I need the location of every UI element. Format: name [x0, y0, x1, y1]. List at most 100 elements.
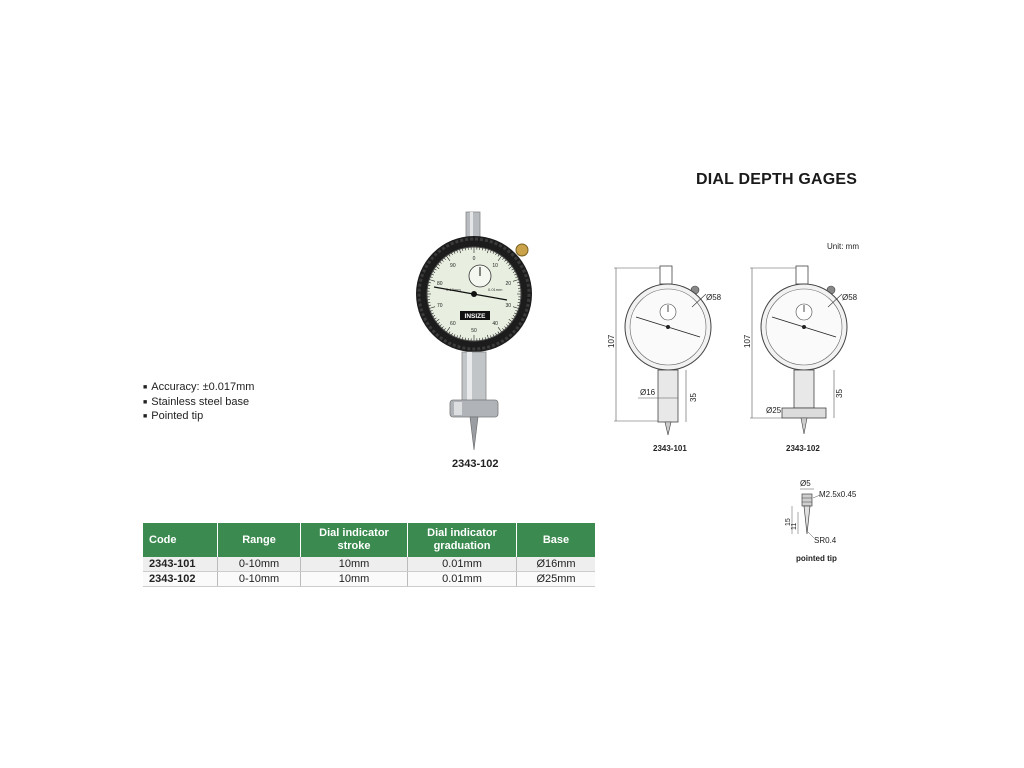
dial-tick: [514, 312, 517, 315]
header-base: Base: [516, 523, 595, 557]
spec-table: Code Range Dial indicator stroke Dial in…: [143, 523, 595, 587]
dim-base-height-101: 35: [689, 393, 698, 402]
tip-drawing-label: pointed tip: [796, 554, 837, 563]
dial-tick: [504, 259, 507, 262]
cell-base: Ø25mm: [516, 571, 595, 587]
dial-number: 50: [471, 328, 477, 334]
feature-item: Accuracy: ±0.017mm: [143, 381, 254, 396]
table-row: 2343-102 0-10mm 10mm 0.01mm Ø25mm: [143, 571, 595, 587]
dial-tick: [487, 249, 489, 254]
dial-tick: [492, 334, 495, 337]
header-graduation: Dial indicator graduation: [407, 523, 517, 557]
dial-tick: [428, 282, 431, 284]
feature-list: Accuracy: ±0.017mm Stainless steel base …: [143, 381, 254, 425]
dial-tick: [517, 282, 520, 284]
dial-tick: [431, 312, 434, 315]
dial-tick: [462, 337, 464, 340]
dial-tick: [437, 263, 440, 266]
dial-tick: [456, 250, 458, 253]
dial-tick: [497, 331, 500, 334]
dial-tick: [439, 324, 442, 327]
dial-tick: [448, 331, 451, 334]
dial-tick: [459, 334, 461, 339]
dial-tick: [430, 310, 433, 312]
dial-tick: [431, 273, 434, 276]
drawing-label-101: 2343-101: [653, 444, 687, 453]
dim-tip-11: 11: [791, 523, 798, 530]
product-label: 2343-102: [452, 458, 499, 470]
dial-range-text: 0-10mm: [446, 287, 461, 292]
dial-tick: [487, 334, 489, 339]
dial-tick: [508, 263, 511, 266]
dial-tick: [441, 326, 444, 329]
dim-tip-diameter: Ø5: [800, 479, 811, 488]
dial-tick: [462, 248, 464, 251]
cell-range: 0-10mm: [217, 557, 301, 572]
dial-tick: [512, 271, 516, 273]
drawing-2343-102: Ø58 107 35 Ø25: [743, 265, 858, 435]
dial-tick: [428, 304, 431, 306]
dial-number: 70: [437, 303, 443, 309]
dial-tick: [446, 255, 451, 262]
unit-note: Unit: mm: [827, 242, 859, 251]
dial-tick: [435, 319, 440, 322]
dial-tick: [434, 317, 437, 320]
cell-range: 0-10mm: [217, 571, 301, 587]
dial-tick: [484, 337, 486, 340]
drawing-2343-101: Ø58 107 35 Ø16: [607, 265, 722, 436]
dial-tick: [497, 254, 500, 257]
dial-tick: [441, 259, 444, 262]
dial-tick: [443, 257, 446, 260]
dial-number: 90: [450, 263, 456, 269]
dim-dial-101: Ø58: [706, 293, 722, 302]
dial-tick: [453, 251, 456, 254]
dial-tick: [448, 254, 451, 257]
cell-code: 2343-102: [143, 571, 218, 587]
dim-height-102: 107: [743, 334, 752, 348]
dial-tick: [502, 257, 505, 260]
dial-tick: [459, 249, 461, 254]
dial-tick: [456, 335, 458, 338]
dial-tick: [508, 322, 511, 325]
dial-tick: [435, 266, 440, 269]
dial-tick: [432, 271, 436, 273]
dim-base-102: Ø25: [766, 406, 782, 415]
feature-item: Pointed tip: [143, 410, 254, 425]
dial-tick: [497, 255, 502, 262]
dial-tick: [437, 322, 440, 325]
dial-tick: [495, 252, 497, 256]
header-range: Range: [217, 523, 301, 557]
dial-tick: [517, 304, 520, 306]
dial-tick: [508, 319, 513, 322]
dial-tick: [511, 268, 514, 271]
dial-tick: [514, 273, 517, 276]
dial-tick: [511, 317, 514, 320]
header-code: Code: [143, 523, 218, 557]
dial-tick: [492, 251, 495, 254]
dial-tick: [512, 306, 519, 309]
dial-tick: [506, 324, 509, 327]
dial-tick: [490, 250, 492, 253]
dial-number: 20: [505, 281, 511, 287]
dial-number: 60: [450, 321, 456, 327]
dial-number: 10: [492, 263, 498, 269]
tip-drawing: Ø5 M2.5x0.45 15 11 SR0.4: [785, 479, 857, 545]
dial-tick: [429, 279, 436, 282]
dial-tick: [512, 315, 516, 317]
dim-dial-102: Ø58: [842, 293, 858, 302]
dim-tip-thread: M2.5x0.45: [819, 490, 857, 499]
dim-stem-101: Ø16: [640, 388, 656, 397]
dial-tick: [434, 268, 437, 271]
table-row: 2343-101 0-10mm 10mm 0.01mm Ø16mm: [143, 557, 595, 572]
feature-item: Stainless steel base: [143, 396, 254, 411]
drawing-label-102: 2343-102: [786, 444, 820, 453]
dim-tip-15: 15: [785, 518, 792, 526]
page-title: DIAL DEPTH GAGES: [696, 171, 858, 188]
dial-tick: [443, 328, 446, 331]
dim-base-height-102: 35: [835, 389, 844, 398]
dial-number: 40: [492, 321, 498, 327]
cell-stroke: 10mm: [300, 571, 408, 587]
cell-graduation: 0.01mm: [407, 557, 517, 572]
dial-tick: [484, 248, 486, 251]
dial-tick: [429, 306, 436, 309]
